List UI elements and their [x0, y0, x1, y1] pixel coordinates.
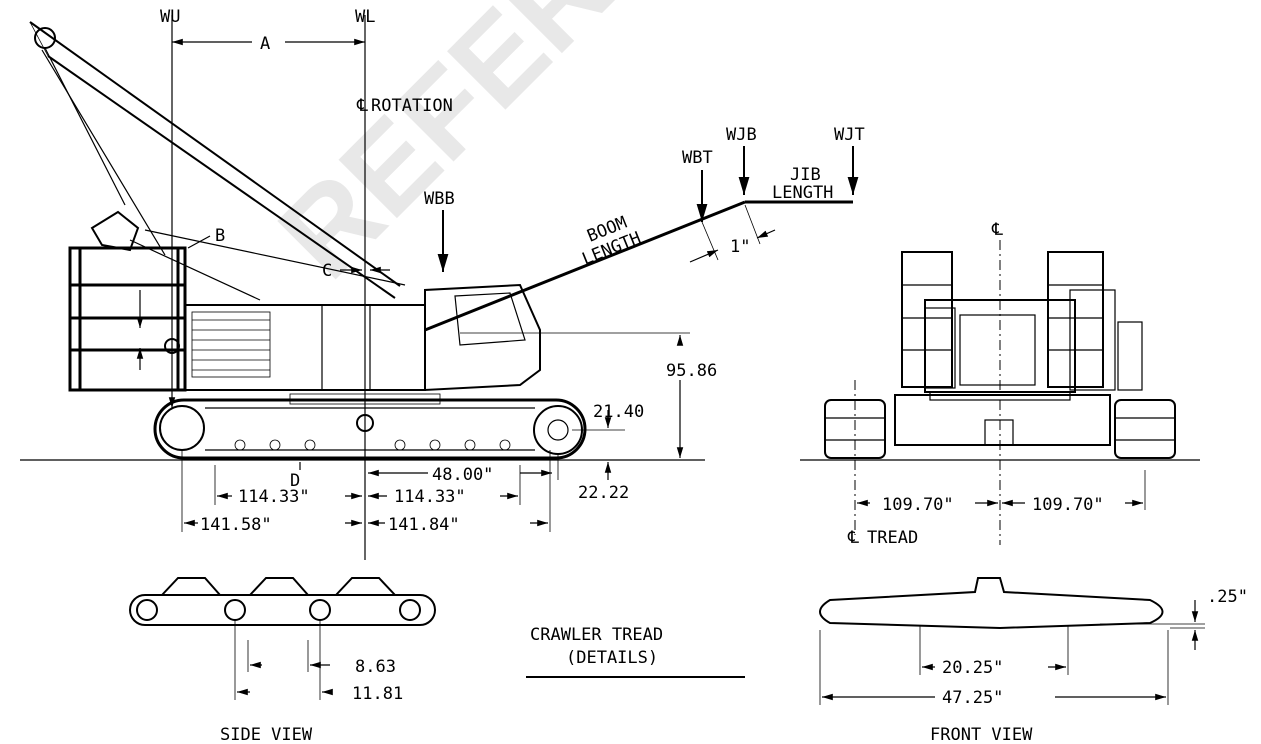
wbb-label: WBB	[424, 189, 455, 209]
wbt-label: WBT	[682, 148, 713, 168]
dim-114-33-left: 114.33"	[238, 487, 310, 507]
d-label: D	[290, 471, 300, 491]
front-dim-right: 109.70"	[1032, 495, 1104, 515]
tread-label: TREAD	[867, 528, 918, 548]
dim-a-label: A	[260, 34, 270, 54]
front-centerline-symbol: ℄	[991, 220, 1003, 240]
counterweight	[68, 246, 187, 392]
side-elevation: WU WL A ℄ ROTATION B C D WBB BOOM LENGTH…	[20, 7, 865, 560]
boom-length-line	[424, 200, 746, 332]
wl-label: WL	[355, 7, 375, 27]
height-95-86: 95.86	[666, 361, 717, 381]
track-rollers	[234, 439, 511, 451]
height-22-22: 22.22	[578, 483, 629, 503]
gantry	[90, 210, 406, 301]
tread-centerline-symbol: ℄	[847, 528, 859, 548]
details-title-line2: (DETAILS)	[566, 648, 658, 668]
front-counterweight-left	[901, 251, 953, 388]
tread-front-view	[819, 577, 1205, 705]
height-21-40: 21.40	[593, 402, 644, 422]
details-title-line1: CRAWLER TREAD	[530, 625, 663, 645]
boom	[29, 21, 401, 299]
c-label: C	[322, 261, 332, 281]
operator-cab	[424, 283, 541, 392]
front-view-label: FRONT VIEW	[930, 725, 1033, 744]
dim-48-00: 48.00"	[432, 465, 493, 485]
dim-141-58: 141.58"	[200, 515, 272, 535]
tread-side-view	[129, 577, 436, 700]
front-dim-left: 109.70"	[882, 495, 954, 515]
front-elevation: ℄	[800, 220, 1200, 548]
dim-141-84: 141.84"	[388, 515, 460, 535]
dim-11-81: 11.81	[352, 684, 403, 704]
jib-label: JIB	[790, 165, 821, 185]
dim-47-25: 47.25"	[942, 688, 1003, 708]
front-carbody	[894, 391, 1111, 446]
dim-8-63: 8.63	[355, 657, 396, 677]
wjb-label: WJB	[726, 125, 757, 145]
rotation-label: ROTATION	[371, 96, 453, 116]
front-house	[924, 289, 1143, 393]
side-view-label: SIDE VIEW	[220, 725, 313, 744]
jib-length-label: LENGTH	[772, 183, 833, 203]
one-inch-label: 1"	[730, 237, 750, 257]
crawler-track	[153, 393, 587, 460]
watermark-text: REFEREN	[254, 0, 754, 303]
b-label: B	[215, 226, 225, 246]
crawler-tread-details: 8.63 11.81 SIDE VIEW CRAWLER TREAD (DETA…	[129, 577, 1248, 744]
rotation-centerline-symbol: ℄	[356, 96, 368, 116]
wjt-label: WJT	[834, 125, 865, 145]
wu-label: WU	[160, 7, 180, 27]
house	[184, 304, 426, 391]
front-track-right	[1114, 399, 1176, 459]
dim-0-25: .25"	[1207, 587, 1248, 607]
dim-20-25: 20.25"	[942, 658, 1003, 678]
dim-114-33-right: 114.33"	[394, 487, 466, 507]
